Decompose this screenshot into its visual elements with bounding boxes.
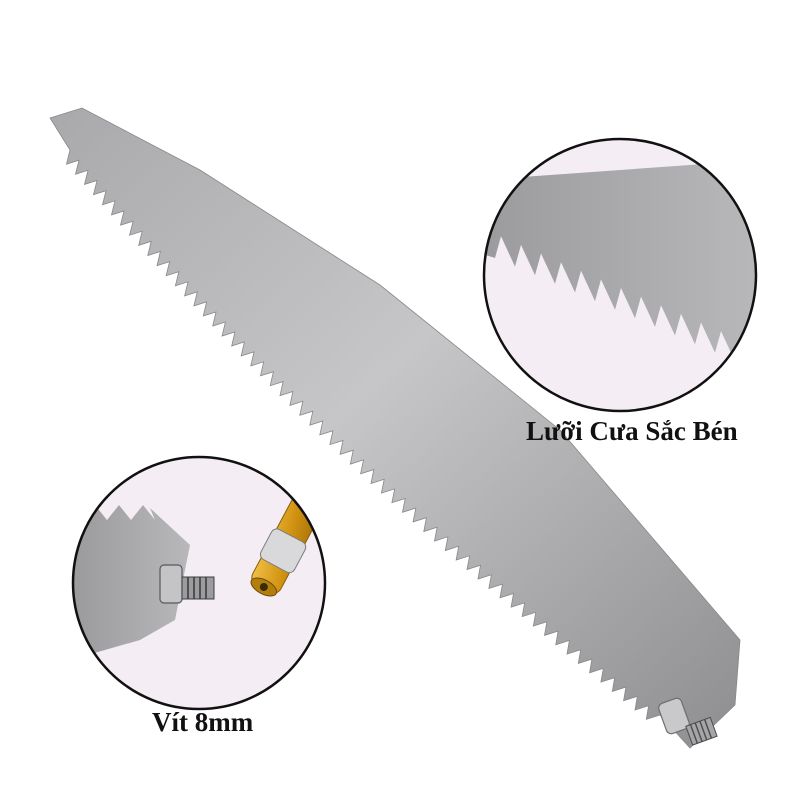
zoom-circle-teeth: [482, 137, 758, 413]
screw-caption: Vít 8mm: [152, 707, 254, 737]
blade-screw-icon: [658, 697, 718, 746]
sharp-blade-caption: Lưỡi Cưa Sắc Bén: [526, 416, 738, 446]
zoom-circle-screw: [71, 455, 327, 711]
saw-blade: [49, 107, 741, 749]
